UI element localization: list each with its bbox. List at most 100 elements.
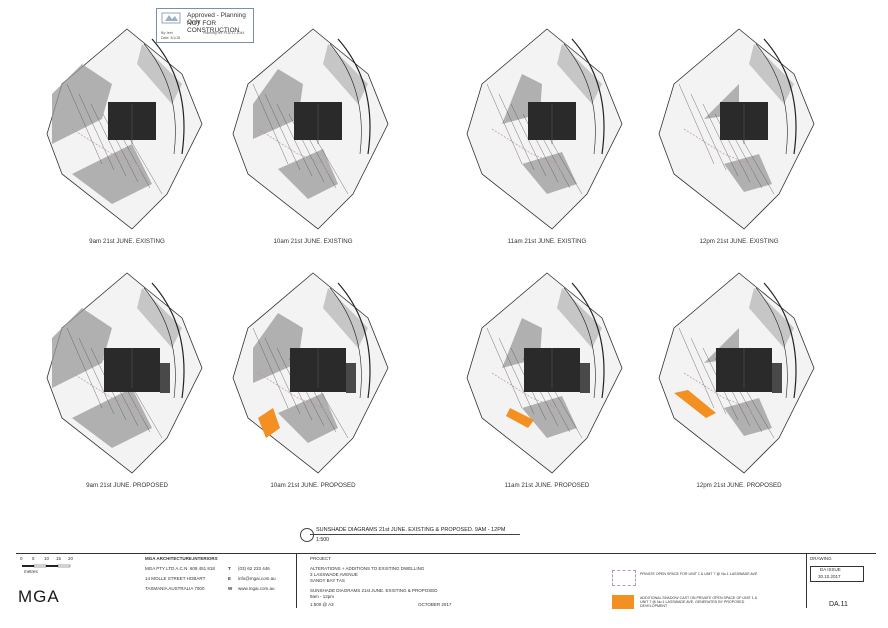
issue-status: DA ISSUE (820, 567, 841, 572)
proposed-addition (346, 363, 356, 393)
diagram-caption: 10am 21st JUNE. PROPOSED (270, 482, 356, 489)
approval-stamp: Approved - Planning Only NOT FOR CONSTRU… (156, 8, 254, 43)
email-link[interactable]: info@mgai.com.au (238, 576, 276, 581)
plan-linework (78, 93, 115, 171)
company-name: MGA PTY LTD A.C.N. 609 451 818 (145, 566, 215, 571)
open-space-boundary (683, 372, 755, 419)
shadow-area (749, 44, 794, 104)
shadow-area (749, 288, 794, 348)
open-space-boundary (683, 128, 755, 175)
drawing-title: SUNSHADE DIAGRAMS 21st JUNE. EXISTING & … (310, 588, 438, 593)
road-edge (329, 43, 362, 155)
diagram-caption: 9am 21st JUNE. EXISTING (89, 238, 165, 245)
plan-linework (498, 337, 535, 415)
plan-linework (486, 83, 523, 165)
site-plan-diagram (466, 28, 623, 230)
plan-linework (264, 337, 301, 415)
road-edge (143, 43, 176, 155)
stamp-title: Approved - Planning Only (187, 12, 246, 26)
company-address-1: 14 MOLLE STREET HOBART (145, 576, 206, 581)
plan-linework (738, 133, 775, 195)
company-heading: MGA ARCHITECTURE.INTERIORS (145, 556, 218, 561)
scale-tick: 10 (44, 556, 50, 561)
legend-shadow-swatch (612, 595, 634, 609)
shadow-area (137, 44, 182, 104)
plan-linework (126, 133, 163, 195)
site-plan-diagram (232, 272, 389, 474)
company-address-2: TASMANIA AUSTRALIA 7000 (145, 586, 205, 591)
road-edge (329, 287, 362, 399)
plan-linework (66, 327, 103, 409)
shadow-area (253, 69, 338, 199)
sheet-title-underline (310, 534, 520, 535)
stamp-field-by: By: leet (161, 31, 173, 35)
sheet-title-marker (300, 528, 314, 542)
site-plan-diagram (46, 28, 203, 230)
drawing-date: OCTOBER 2017 (418, 602, 452, 607)
road-edge (563, 43, 596, 155)
stamp-subtitle: NOT FOR CONSTRUCTION (187, 20, 240, 34)
road-edge (755, 287, 788, 399)
project-line-2: 3 LASSWADE AVENUE (310, 572, 358, 577)
plan-linework (546, 133, 583, 195)
plan-linework (78, 337, 115, 415)
scale-tick: 15 (56, 556, 62, 561)
drawing-number: DA.11 (829, 601, 848, 608)
proposed-addition (580, 363, 590, 393)
diagram-cell: 12pm 21st JUNE. PROPOSED (654, 268, 824, 498)
diagram-caption: 10am 21st JUNE. EXISTING (273, 238, 353, 245)
legend-shadow-text: ADDITIONAL SHADOW CAST ON PRIVATE OPEN S… (640, 596, 758, 608)
road-edge (337, 38, 371, 155)
issue-date: 30.10.2017 (818, 574, 841, 579)
road-edge (763, 282, 797, 399)
diagram-cell: 9am 21st JUNE. EXISTING (42, 24, 212, 254)
additional-shadow (674, 390, 716, 418)
additional-shadow (506, 408, 534, 428)
diagram-caption: 11am 21st JUNE. PROPOSED (504, 482, 590, 489)
shadow-area (323, 44, 368, 104)
phone-label: T (228, 566, 231, 571)
open-space-boundary (71, 372, 143, 419)
scale-tick: 5 (32, 556, 35, 561)
stamp-field-date: Date: 3/1/18 (161, 36, 181, 40)
shadow-area (502, 318, 577, 438)
legend-open-space-swatch (612, 570, 636, 586)
road-edge (151, 38, 185, 155)
titleblock-rule (16, 553, 876, 554)
road-edge (571, 282, 605, 399)
road-edge (337, 282, 371, 399)
site-plan-diagram (46, 272, 203, 474)
diagram-cell: 10am 21st JUNE. PROPOSED (228, 268, 398, 498)
road-edge (763, 38, 797, 155)
proposed-addition (772, 363, 782, 393)
shadow-area (137, 288, 182, 348)
road-edge (151, 282, 185, 399)
plan-linework (690, 93, 727, 171)
scale-bar (22, 564, 71, 568)
plan-linework (252, 83, 289, 165)
diagram-cell: 11am 21st JUNE. EXISTING (462, 24, 632, 254)
web-link[interactable]: www.mgai.com.au (238, 586, 275, 591)
shadow-area (502, 74, 577, 194)
open-space-boundary (257, 128, 329, 175)
project-line-1: ALTERATIONS + ADDITIONS TO EXISTING DWEL… (310, 566, 425, 571)
diagram-caption: 11am 21st JUNE. EXISTING (507, 238, 587, 245)
road-edge (563, 287, 596, 399)
scale-tick: 20 (68, 556, 74, 561)
open-space-boundary (71, 128, 143, 175)
issue-box (810, 566, 864, 582)
site-plan-diagram (658, 272, 815, 474)
diagram-cell: 9am 21st JUNE. PROPOSED (42, 268, 212, 498)
plan-linework (498, 93, 535, 171)
plan-linework (678, 327, 715, 409)
diagram-caption: 12pm 21st JUNE. PROPOSED (696, 482, 782, 489)
plan-linework (690, 337, 727, 415)
site-plan-diagram (232, 28, 389, 230)
mga-logo: MGA (18, 587, 60, 606)
road-edge (571, 38, 605, 155)
project-label: PROJECT (310, 556, 332, 561)
plan-linework (486, 327, 523, 409)
drawing-time: 9am - 12pm (310, 594, 335, 599)
road-edge (755, 43, 788, 155)
email-label: E (228, 576, 232, 581)
